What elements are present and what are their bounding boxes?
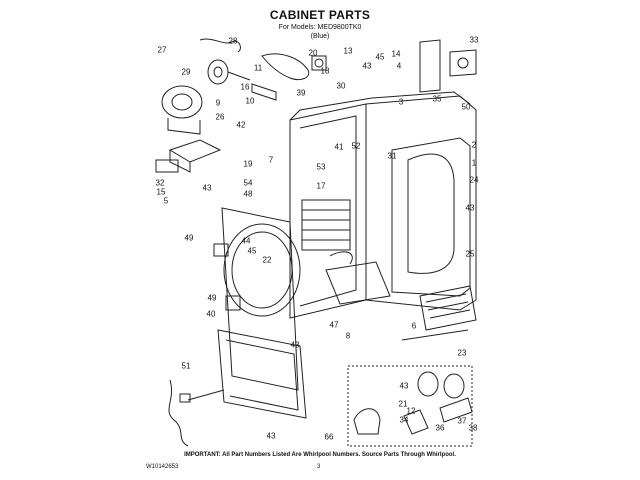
front-panel-drawing — [213, 207, 301, 391]
part-callout: 13 — [343, 46, 353, 56]
part-callout: 40 — [206, 309, 216, 319]
lint-filter-drawing — [401, 285, 477, 341]
part-callout: 25 — [465, 249, 475, 259]
part-callout: 1 — [471, 158, 477, 168]
part-callout: 43 — [362, 61, 372, 71]
part-callout: 23 — [457, 348, 467, 358]
part-callout: 26 — [215, 112, 225, 122]
part-callout: 36 — [435, 423, 445, 433]
part-callout: 3 — [398, 97, 404, 107]
part-callout: 43 — [266, 431, 276, 441]
part-callout: 14 — [391, 49, 401, 59]
part-callout: 27 — [157, 45, 167, 55]
part-callout: 24 — [469, 175, 479, 185]
footer-note: IMPORTANT: All Part Numbers Listed Are W… — [184, 452, 456, 458]
part-callout: 32 — [155, 178, 165, 188]
part-callout: 51 — [181, 361, 191, 371]
part-callout: 43 — [202, 183, 212, 193]
part-callout: 53 — [316, 162, 326, 172]
part-callout: 45 — [247, 246, 257, 256]
vent-kit-box — [347, 365, 473, 447]
part-callout: 10 — [245, 96, 255, 106]
part-callout: 41 — [334, 142, 344, 152]
part-callout: 28 — [228, 36, 238, 46]
part-callout: 11 — [253, 63, 263, 73]
part-callout: 2 — [471, 140, 477, 150]
part-callout: 43 — [290, 340, 300, 350]
part-callout: 21 — [398, 399, 408, 409]
part-callout: 43 — [465, 203, 475, 213]
document-number: W10142653 — [146, 464, 179, 470]
part-callout: 66 — [324, 432, 334, 442]
part-callout: 31 — [387, 151, 397, 161]
cabinet-frame-drawing — [289, 91, 477, 319]
part-callout: 17 — [316, 181, 326, 191]
page-title: CABINET PARTS — [269, 8, 371, 22]
part-callout: 38 — [468, 423, 478, 433]
pedestal-drawing — [217, 329, 307, 419]
part-callout: 49 — [184, 233, 194, 243]
part-callout: 42 — [236, 120, 246, 130]
part-callout: 52 — [351, 141, 361, 151]
part-callout: 7 — [268, 155, 274, 165]
models-line: For Models: MED9800TK0 — [278, 24, 362, 31]
part-callout: 9 — [215, 98, 221, 108]
part-callout: 19 — [243, 159, 253, 169]
page-number: 3 — [317, 464, 321, 470]
wire-harness-drawing — [168, 379, 225, 447]
color-line: (Blue) — [310, 33, 330, 40]
part-callout: 29 — [181, 67, 191, 77]
part-callout: 44 — [241, 236, 251, 246]
part-callout: 34 — [399, 415, 409, 425]
part-callout: 16 — [240, 82, 250, 92]
part-callout: 39 — [296, 88, 306, 98]
part-callout: 49 — [207, 293, 217, 303]
blower-motor-drawing — [155, 38, 251, 173]
part-callout: 6 — [411, 321, 417, 331]
part-callout: 20 — [308, 48, 318, 58]
part-callout: 48 — [243, 189, 253, 199]
part-callout: 30 — [336, 81, 346, 91]
part-callout: 4 — [396, 61, 402, 71]
part-callout: 43 — [399, 381, 409, 391]
part-callout: 33 — [469, 35, 479, 45]
part-callout: 47 — [329, 320, 339, 330]
part-callout: 45 — [375, 52, 385, 62]
part-callout: 18 — [320, 66, 330, 76]
part-callout: 50 — [461, 102, 471, 112]
part-callout: 22 — [262, 255, 272, 265]
part-callout: 15 — [156, 187, 166, 197]
hinge-bracket-drawing — [419, 39, 477, 93]
part-callout: 5 — [163, 196, 169, 206]
part-callout: 37 — [457, 416, 467, 426]
part-callout: 8 — [345, 331, 351, 341]
part-callout: 35 — [432, 94, 442, 104]
part-callout: 12 — [406, 406, 416, 416]
drive-belt-drawing — [251, 53, 327, 101]
part-callout: 54 — [243, 178, 253, 188]
